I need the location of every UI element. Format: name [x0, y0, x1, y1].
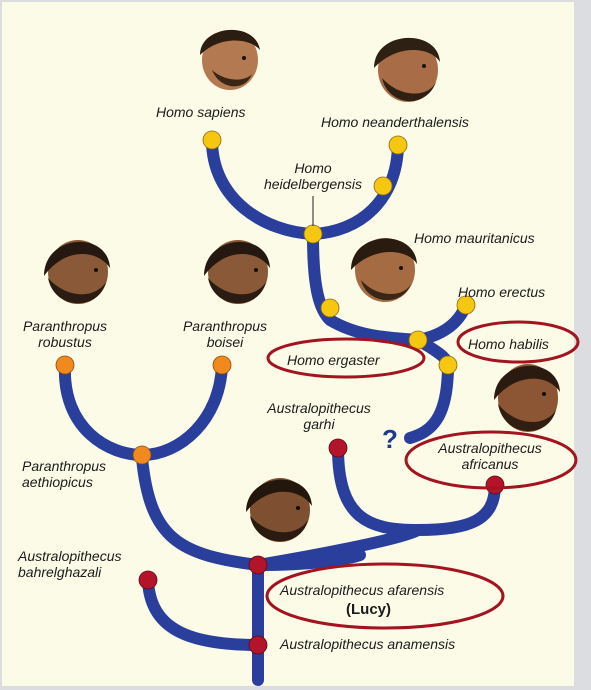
label-lucy: (Lucy): [346, 601, 391, 618]
node-homo-neanderthalensis: [388, 135, 408, 155]
head-paranthropus-boisei-icon: [204, 240, 270, 304]
branch-homo-ergaster: [307, 230, 424, 346]
label-australopithecus-bahrelghazali-line1: Australopithecus: [18, 548, 122, 564]
label-paranthropus-boisei: Paranthropus boisei: [170, 318, 280, 350]
label-australopithecus-bahrelghazali-line2: bahrelghazali: [18, 564, 102, 580]
label-paranthropus-robustus-line1: Paranthropus: [22, 318, 108, 334]
label-paranthropus-aethiopicus-line1: Paranthropus: [22, 458, 107, 474]
label-paranthropus-boisei-line1: Paranthropus: [182, 318, 268, 334]
highlight-australopithecus-afarensis: [265, 562, 505, 630]
node-australopithecus-garhi: [328, 438, 348, 458]
label-homo-mauritanicus: Homo mauritanicus: [414, 230, 535, 246]
head-homo-neanderthalensis-icon: [374, 37, 440, 102]
label-paranthropus-aethiopicus-line2: aethiopicus: [22, 474, 93, 490]
unknown-ancestor-marker: ?: [382, 424, 398, 454]
label-australopithecus-garhi-line2: garhi: [303, 416, 335, 432]
highlight-homo-ergaster: [266, 337, 426, 379]
head-australopithecus-africanus-icon: [494, 364, 560, 432]
highlight-homo-habilis: [456, 320, 580, 364]
hominin-head-illustrations: [44, 29, 560, 542]
node-paranthropus-aethiopicus: [132, 445, 152, 465]
label-homo-heidelbergensis-line2: heidelbergensis: [263, 176, 363, 192]
label-homo-neanderthalensis: Homo neanderthalensis: [321, 114, 469, 130]
head-paranthropus-robustus-icon: [44, 240, 110, 304]
label-homo-heidelbergensis: Homo heidelbergensis: [248, 160, 378, 192]
label-paranthropus-aethiopicus: Paranthropus aethiopicus: [22, 458, 106, 490]
label-homo-heidelbergensis-line1: Homo: [294, 160, 332, 176]
label-paranthropus-robustus-line2: robustus: [38, 334, 92, 350]
label-homo-erectus: Homo erectus: [458, 284, 546, 300]
label-australopithecus-africanus-line2: africanus: [461, 456, 519, 472]
label-australopithecus-garhi: Australopithecus garhi: [254, 400, 384, 432]
node-australopithecus-anamensis: [248, 635, 268, 655]
head-australopithecus-afarensis-icon: [246, 478, 312, 542]
highlight-ellipses: [265, 320, 580, 630]
node-australopithecus-bahrelghazali: [138, 570, 158, 590]
node-homo-habilis: [438, 355, 458, 375]
label-paranthropus-robustus: Paranthropus robustus: [10, 318, 120, 350]
label-paranthropus-boisei-line2: boisei: [206, 334, 244, 350]
head-homo-sapiens-icon: [200, 29, 260, 90]
node-homo-erectus: [456, 295, 476, 315]
label-homo-ergaster: Homo ergaster: [287, 352, 380, 368]
node-homo-heidelbergensis: [373, 176, 393, 196]
node-australopithecus-africanus: [485, 475, 505, 495]
highlight-australopithecus-africanus: [404, 430, 578, 490]
label-australopithecus-bahrelghazali: Australopithecus bahrelghazali: [18, 548, 122, 580]
node-homo-ancestor: [303, 224, 323, 244]
head-homo-mauritanicus-icon: [351, 238, 417, 302]
label-australopithecus-anamensis: Australopithecus anamensis: [280, 636, 456, 652]
node-homo-mauritanicus: [320, 298, 340, 318]
label-homo-sapiens: Homo sapiens: [156, 104, 246, 120]
branch-habilis: [404, 359, 454, 444]
node-paranthropus-boisei: [212, 355, 232, 375]
node-paranthropus-robustus: [55, 355, 75, 375]
label-australopithecus-africanus-line1: Australopithecus: [438, 440, 542, 456]
node-homo-sapiens: [202, 130, 222, 150]
branch-bahrelghazali: [142, 574, 264, 651]
label-australopithecus-garhi-line1: Australopithecus: [267, 400, 371, 416]
label-homo-habilis: Homo habilis: [468, 336, 549, 352]
label-australopithecus-afarensis: Australopithecus afarensis: [280, 582, 445, 598]
node-australopithecus-afarensis: [248, 555, 268, 575]
label-australopithecus-africanus: Australopithecus africanus: [420, 440, 560, 472]
branch-trunk-upper: [252, 524, 424, 571]
tree-nodes: [55, 130, 505, 655]
